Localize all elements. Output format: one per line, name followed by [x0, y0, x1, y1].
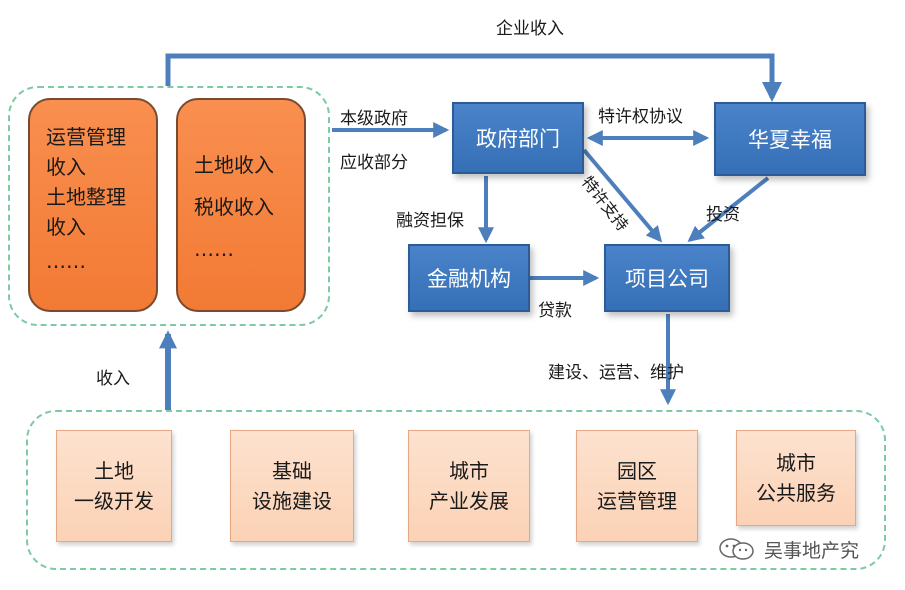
operating-income-box: 运营管理 收入 土地整理 收入 …… [28, 98, 158, 312]
finance-node: 金融机构 [408, 244, 530, 312]
label-construction: 建设、运营、维护 [548, 363, 684, 383]
arrow-investment [687, 176, 770, 242]
label-franchise-agreement: 特许权协议 [598, 107, 683, 127]
service-industry-development: 城市 产业发展 [408, 430, 530, 542]
label-local-gov-2: 应收部分 [340, 153, 408, 173]
service-line-1: 园区 [617, 459, 657, 483]
service-line-2: 公共服务 [756, 481, 836, 505]
operating-income-line-4: 收入 [46, 215, 86, 239]
watermark-text: 吴事地产究 [764, 539, 860, 562]
label-investment: 投资 [706, 205, 740, 225]
land-tax-income-box: 土地收入 税收收入 …… [176, 98, 306, 312]
service-line-1: 城市 [449, 459, 489, 483]
service-line-2: 运营管理 [597, 489, 677, 513]
label-income: 收入 [96, 369, 130, 389]
service-public-service: 城市 公共服务 [736, 430, 856, 526]
land-tax-income-line-3: …… [194, 237, 234, 261]
service-line-2: 一级开发 [74, 489, 154, 513]
land-tax-income-line-1: 土地收入 [194, 153, 274, 177]
operating-income-line-5: …… [46, 249, 86, 273]
service-line-1: 土地 [94, 459, 134, 483]
label-local-gov-1: 本级政府 [340, 109, 408, 129]
arrow-franchise-support [582, 148, 663, 243]
income-group-container [8, 86, 330, 326]
operating-income-line-3: 土地整理 [46, 185, 126, 209]
huaxia-node: 华夏幸福 [714, 102, 866, 176]
label-enterprise-income: 企业收入 [496, 19, 564, 39]
services-group-container [26, 410, 886, 570]
operating-income-line-2: 收入 [46, 155, 86, 179]
service-infrastructure: 基础 设施建设 [230, 430, 354, 542]
wechat-icon [718, 536, 758, 562]
watermark: 吴事地产究 [718, 534, 859, 564]
land-tax-income-line-2: 税收收入 [194, 195, 274, 219]
label-financing-guarantee: 融资担保 [396, 211, 464, 231]
operating-income-line-1: 运营管理 [46, 125, 126, 149]
service-land-development: 土地 一级开发 [56, 430, 172, 542]
service-line-2: 产业发展 [429, 489, 509, 513]
arrow-enterprise-income [165, 53, 782, 102]
label-loan: 贷款 [538, 301, 572, 321]
service-line-1: 基础 [272, 459, 312, 483]
service-park-operation: 园区 运营管理 [576, 430, 698, 542]
service-line-2: 设施建设 [252, 489, 332, 513]
service-line-1: 城市 [776, 451, 816, 475]
project-node: 项目公司 [604, 244, 730, 312]
government-node: 政府部门 [452, 102, 584, 174]
